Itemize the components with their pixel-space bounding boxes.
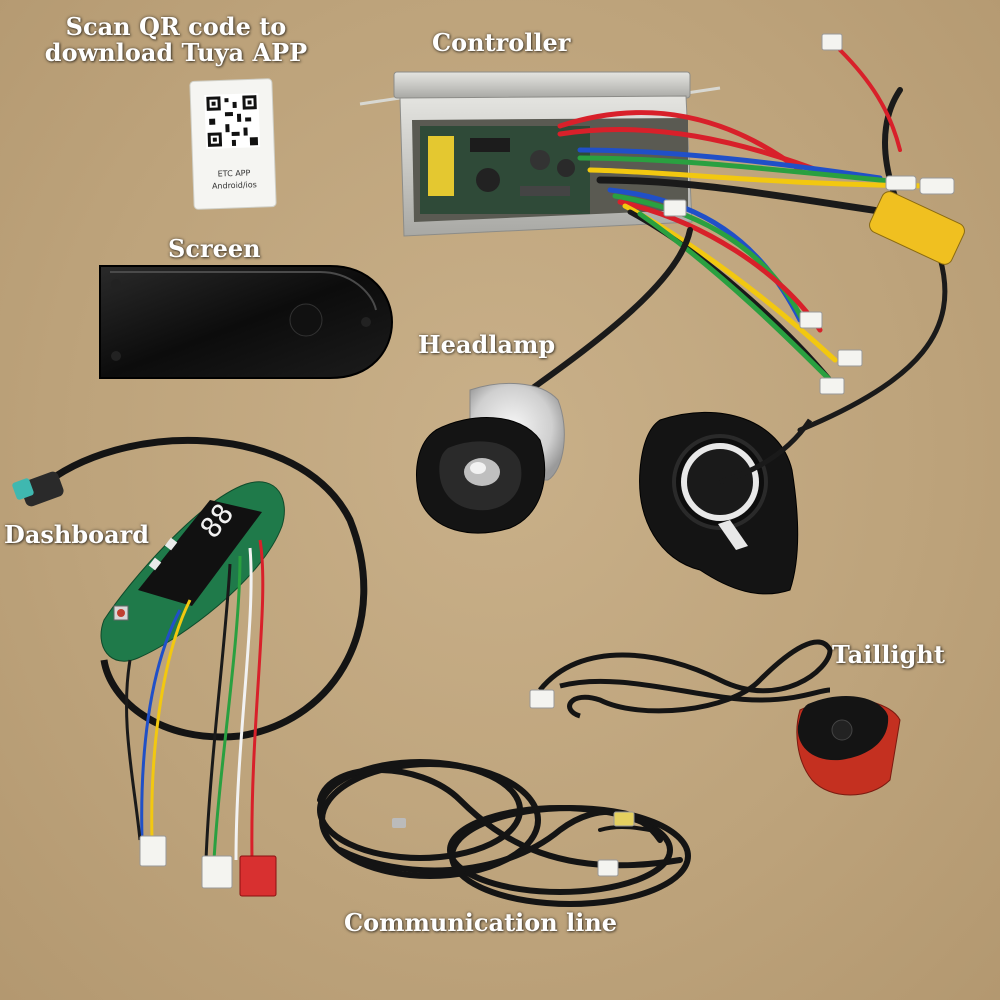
qr-code-card: ETC APP Android/ios [189,78,277,210]
controller [359,33,965,433]
qr-platforms: Android/ios [212,180,257,191]
controller-wires [527,48,948,433]
qr-label-line1: Scan QR code to [65,12,287,41]
controller-label: Controller [432,28,571,57]
throttle [639,411,813,595]
screen-cover [99,265,394,379]
qr-app-name: ETC APP [218,168,251,178]
dashboard: 88 [12,436,368,897]
headlamp-label: Headlamp [418,330,556,359]
taillight-label: Taillight [832,640,945,669]
taillight [529,639,901,796]
qr-label-line2: download Tuya APP [44,38,308,67]
qr-code-icon [204,93,261,149]
controller-connectors [663,33,965,395]
dashboard-label: Dashboard [4,520,150,549]
qr-label: Scan QR code to download Tuya APP [28,14,324,66]
dashboard-wires [125,539,265,861]
controller-pcb [420,126,590,214]
headlamp [416,382,565,534]
communication-line [317,759,691,907]
communication-line-label: Communication line [344,908,618,937]
screen-label: Screen [168,234,261,263]
